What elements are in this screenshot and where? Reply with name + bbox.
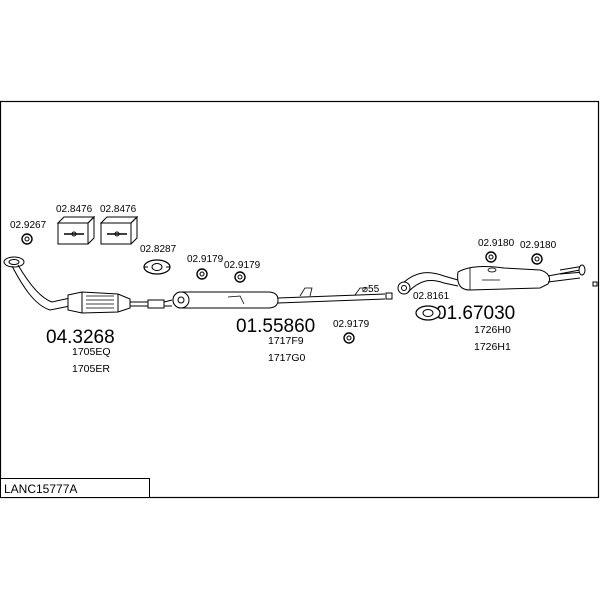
front-pipe-code-1: 1705EQ [72,346,111,358]
rubber-mount-rear-2-label: 02.9180 [520,240,557,251]
gasket-front-icon [143,259,171,275]
rear-silencer-ref: 01.67030 [436,303,515,324]
center-silencer-code-2: 1717G0 [268,352,306,364]
rubber-mount-2-icon [234,271,246,283]
front-pipe-drawing [3,256,173,314]
front-pipe-ref: 04.3268 [46,327,115,348]
center-silencer-code-1: 1717F9 [268,335,304,347]
gasket-rear-label: 02.8161 [413,291,450,302]
rear-silencer-code-2: 1726H1 [474,341,511,353]
rubber-mount-1-label: 02.9179 [187,254,224,265]
rear-silencer-code-1: 1726H0 [474,324,511,336]
center-silencer-ref: 01.55860 [236,316,315,337]
bracket-box-1-icon [56,215,96,245]
clamp-front-label: 02.9267 [10,220,47,231]
rubber-mount-3-label: 02.9179 [333,319,370,330]
front-pipe-code-2: 1705ER [72,363,110,375]
outer-border [0,100,600,499]
rubber-mount-3-icon [343,332,355,344]
bracket-box-2-label: 02.8476 [100,204,137,215]
rubber-mount-1-icon [196,268,208,280]
diagram-code: LANC15777A [4,482,77,496]
exhaust-diagram: LANC15777A 02.9267 02.8476 [0,100,600,499]
rear-silencer-drawing [397,264,598,295]
rubber-mount-2-label: 02.9179 [224,260,261,271]
gasket-rear-icon [415,305,441,321]
code-box [0,478,150,498]
center-silencer-drawing [172,287,393,309]
pipe-diameter-label: ⌀55 [362,284,380,295]
rubber-mount-rear-1-icon [485,251,497,263]
bracket-box-2-icon [99,215,139,245]
bracket-box-1-label: 02.8476 [56,204,93,215]
rubber-mount-rear-1-label: 02.9180 [478,238,515,249]
diagram-frame: LANC15777A 02.9267 02.8476 [0,100,600,500]
gasket-front-label: 02.8287 [140,244,177,255]
clamp-front-icon [21,233,33,245]
rubber-mount-rear-2-icon [531,253,543,265]
